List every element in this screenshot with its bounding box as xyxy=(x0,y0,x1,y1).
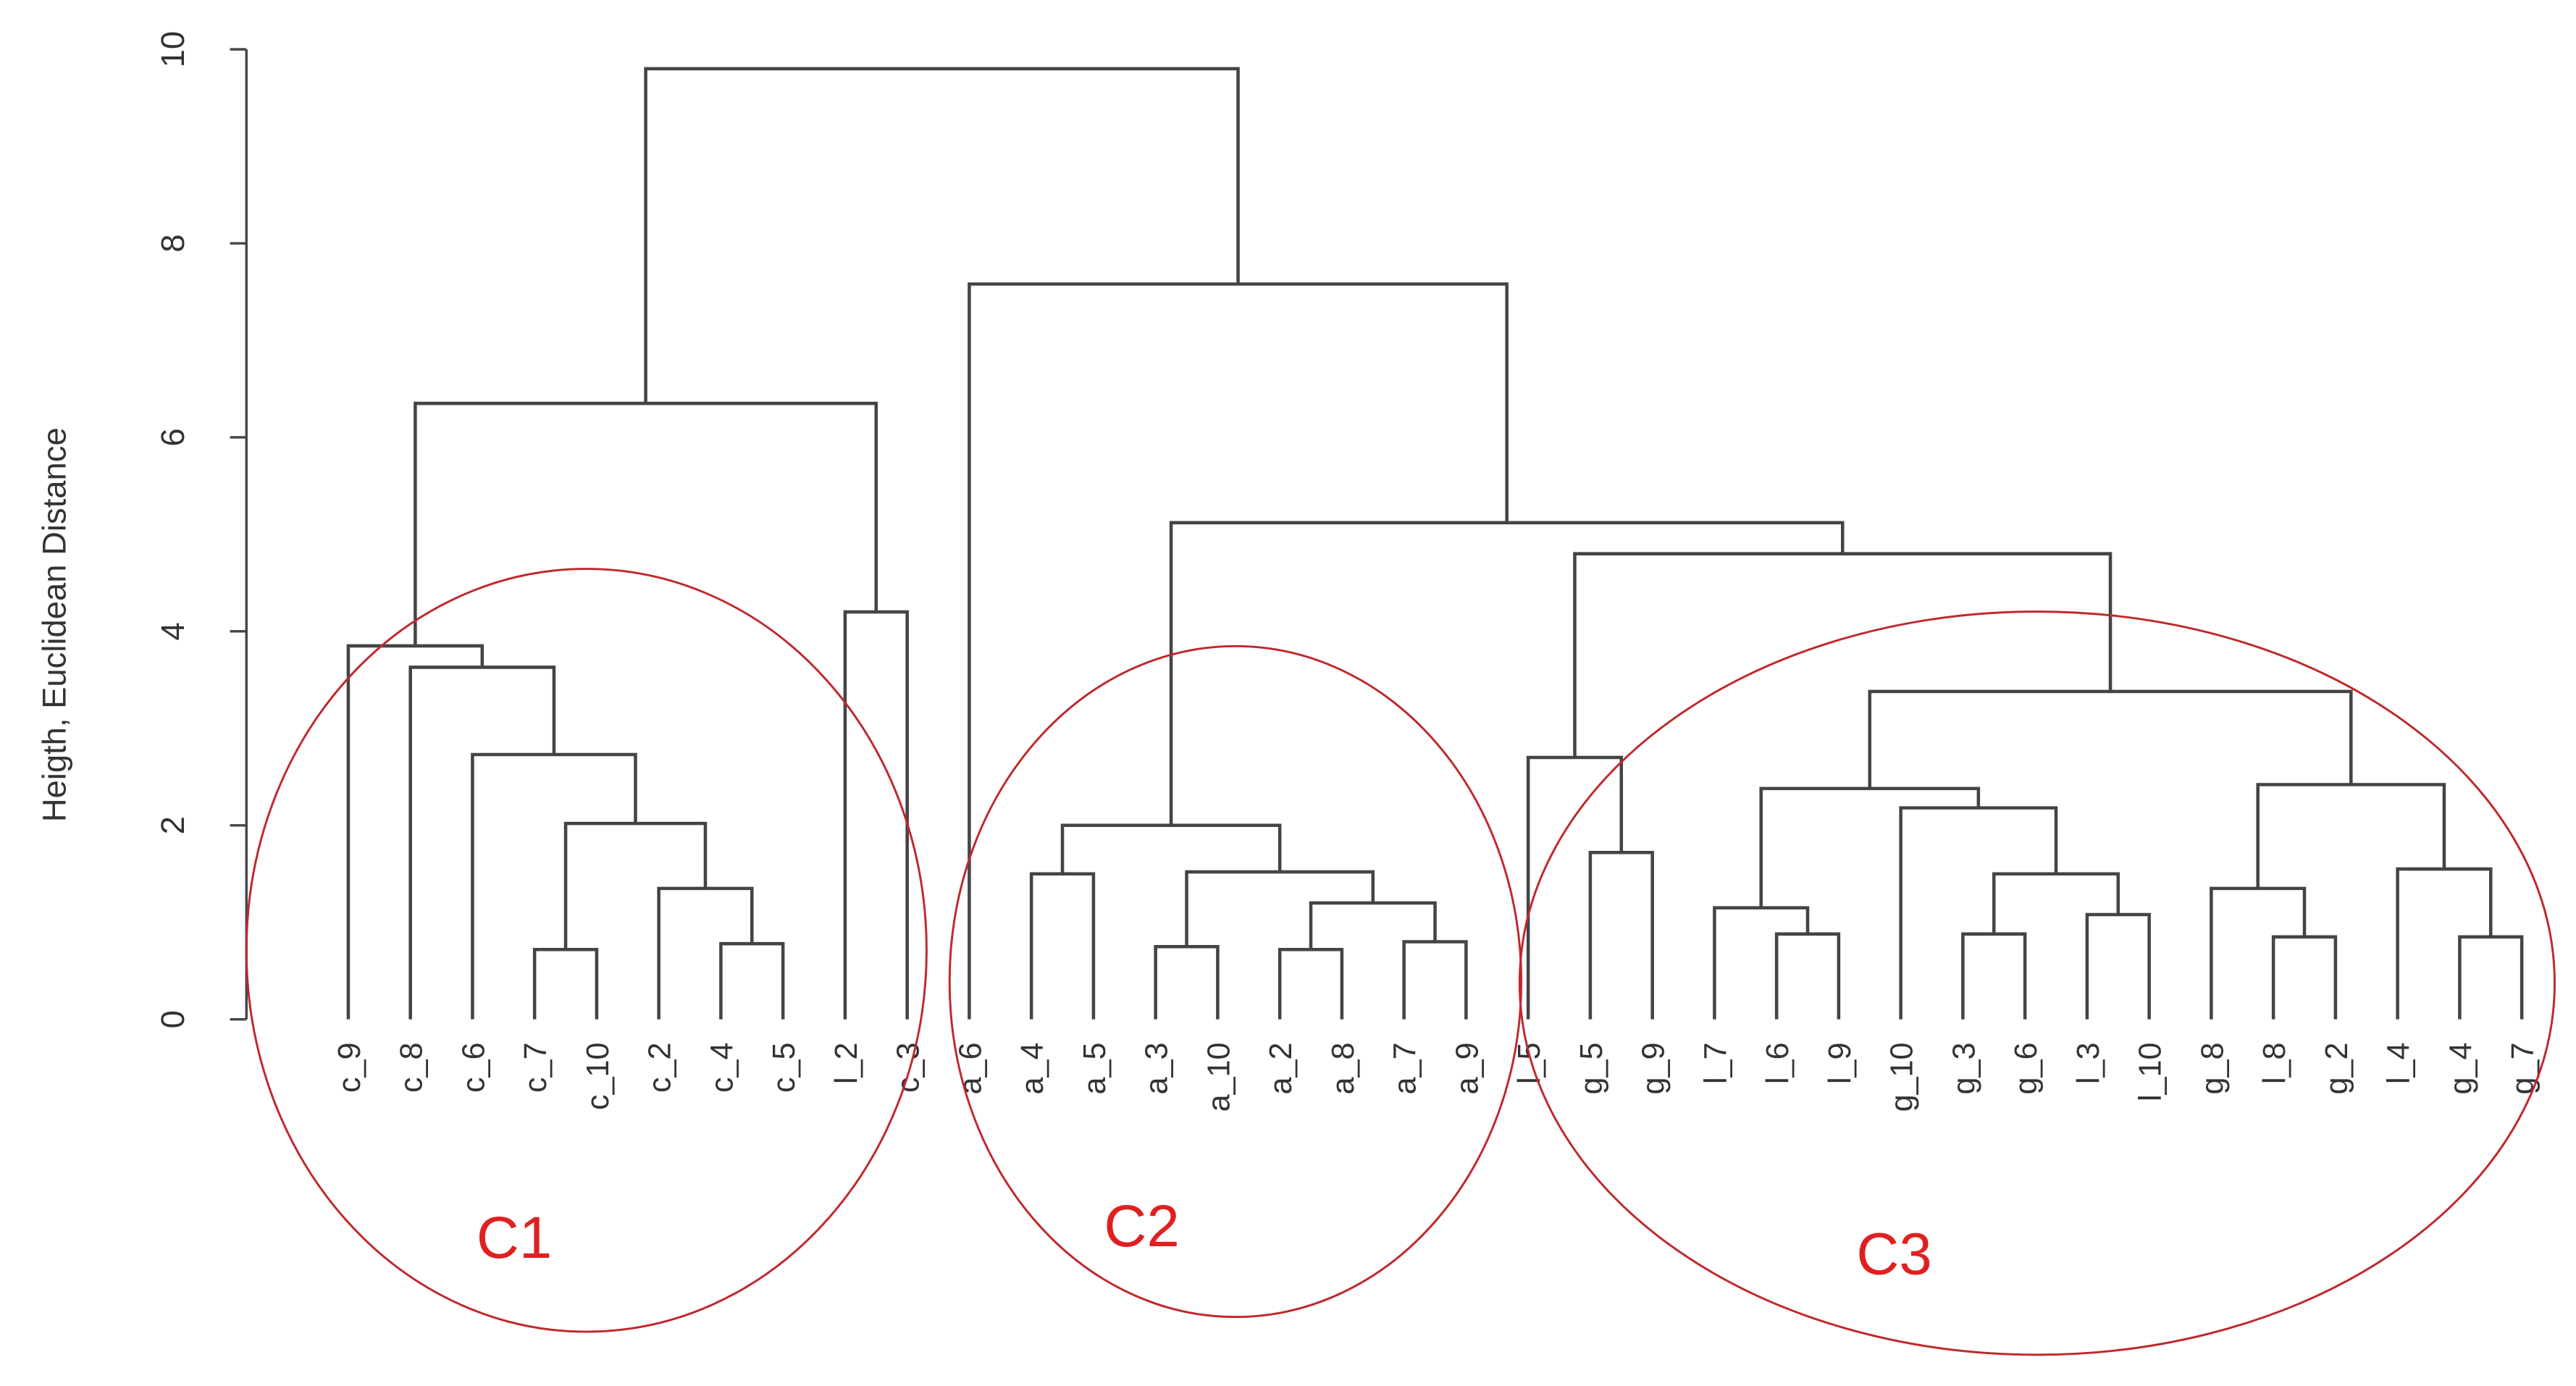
dendrogram-link xyxy=(2396,867,2493,1020)
leaf-label: l_2 xyxy=(829,1042,864,1084)
y-axis: 0 2 4 6 8 10 xyxy=(154,31,248,1028)
cluster-ellipse-c3 xyxy=(1518,610,2556,1356)
leaf-label: a_5 xyxy=(1078,1042,1112,1094)
leaf-label: g_5 xyxy=(1574,1042,1609,1094)
leaf-label: a_9 xyxy=(1450,1042,1485,1094)
leaf-label: c_10 xyxy=(581,1042,616,1110)
dendrogram-link xyxy=(471,752,637,1020)
dendrogram-link xyxy=(644,67,1240,404)
leaf-label: l_10 xyxy=(2134,1042,2168,1101)
leaf-label: c_3 xyxy=(891,1042,926,1093)
leaf-label: l_4 xyxy=(2382,1042,2417,1084)
dendrogram-link xyxy=(1154,944,1220,1020)
dendrogram-link xyxy=(2085,912,2151,1020)
cluster-label-c2: C2 xyxy=(1104,1193,1179,1259)
y-tick-label: 8 xyxy=(154,234,191,252)
dendrogram-link xyxy=(1277,947,1344,1020)
leaf-label: l_8 xyxy=(2257,1042,2292,1084)
leaf-label: l_9 xyxy=(1823,1042,1858,1084)
leaf-label: c_8 xyxy=(395,1042,429,1093)
dendrogram-link xyxy=(414,401,878,646)
leaf-label: c_9 xyxy=(332,1042,367,1093)
dendrogram-link xyxy=(1961,932,2027,1020)
y-tick-label: 10 xyxy=(154,31,191,68)
leaf-label: a_3 xyxy=(1140,1042,1175,1094)
y-tick-label: 2 xyxy=(154,816,191,834)
leaf-label: g_2 xyxy=(2320,1042,2354,1094)
dendrogram-link xyxy=(1169,521,1845,826)
y-tick-label: 0 xyxy=(154,1010,191,1028)
dendrogram-link xyxy=(1185,870,1375,947)
dendrogram-link xyxy=(1713,906,1810,1020)
cluster-annotations: C1 C2 C3 xyxy=(245,568,2556,1356)
leaf-label: l_6 xyxy=(1761,1042,1795,1084)
leaf-label: g_6 xyxy=(2009,1042,2044,1094)
dendrogram-link xyxy=(563,821,708,950)
dendrogram-link xyxy=(2256,783,2446,889)
dendrogram-link xyxy=(1774,932,1841,1020)
cluster-label-c3: C3 xyxy=(1856,1222,1931,1288)
dendrogram-link xyxy=(1402,940,1468,1020)
dendrogram-link xyxy=(2458,935,2524,1020)
dendrogram-link xyxy=(843,610,909,1020)
cluster-ellipse-c1 xyxy=(245,568,928,1333)
cluster-ellipse-c2 xyxy=(948,644,1523,1319)
leaf-label: g_10 xyxy=(1885,1042,1920,1112)
dendrogram-branches xyxy=(346,67,2524,1020)
leaf-label: c_5 xyxy=(767,1042,802,1093)
dendrogram-link xyxy=(2271,935,2338,1020)
leaf-label: c_4 xyxy=(705,1042,739,1093)
leaf-label: c_6 xyxy=(456,1042,491,1093)
dendrogram-link xyxy=(346,644,484,1020)
dendrogram-link xyxy=(1759,786,1981,908)
dendrogram-link xyxy=(1868,689,2353,789)
leaf-label: a_8 xyxy=(1326,1042,1361,1094)
dendrogram-link xyxy=(1899,806,2058,1020)
leaf-label: a_2 xyxy=(1264,1042,1299,1094)
leaf-label: g_3 xyxy=(1947,1042,1981,1094)
leaf-label: c_7 xyxy=(519,1042,553,1093)
leaf-label: g_8 xyxy=(2195,1042,2230,1094)
leaf-label: a_10 xyxy=(1201,1042,1236,1112)
leaf-label: l_7 xyxy=(1698,1042,1733,1084)
dendrogram-link xyxy=(1060,823,1282,874)
dendrogram-link xyxy=(408,665,556,1020)
y-tick-label: 4 xyxy=(154,622,191,640)
dendrogram-link xyxy=(1588,851,1654,1020)
dendrogram-link xyxy=(2210,886,2307,1020)
dendrogram-link xyxy=(1029,872,1096,1020)
dendrogram-link xyxy=(968,282,1509,1020)
leaf-label: g_9 xyxy=(1637,1042,1671,1094)
cluster-label-c1: C1 xyxy=(477,1205,552,1271)
dendrogram-link xyxy=(1992,872,2120,934)
dendrogram-link xyxy=(1526,755,1624,1020)
dendrogram-link xyxy=(1573,552,2113,758)
dendrogram-link xyxy=(532,947,599,1020)
leaf-label: l_5 xyxy=(1512,1042,1547,1084)
leaf-label: g_4 xyxy=(2443,1042,2478,1094)
y-tick-label: 6 xyxy=(154,428,191,446)
dendrogram-link xyxy=(719,941,785,1020)
y-axis-label: Heigth, Euclidean Distance xyxy=(36,427,73,822)
leaf-label: a_7 xyxy=(1388,1042,1423,1094)
leaf-label: c_2 xyxy=(643,1042,678,1093)
leaf-label: a_4 xyxy=(1015,1042,1050,1094)
dendrogram-link xyxy=(657,886,754,1020)
leaf-label: l_3 xyxy=(2071,1042,2106,1084)
